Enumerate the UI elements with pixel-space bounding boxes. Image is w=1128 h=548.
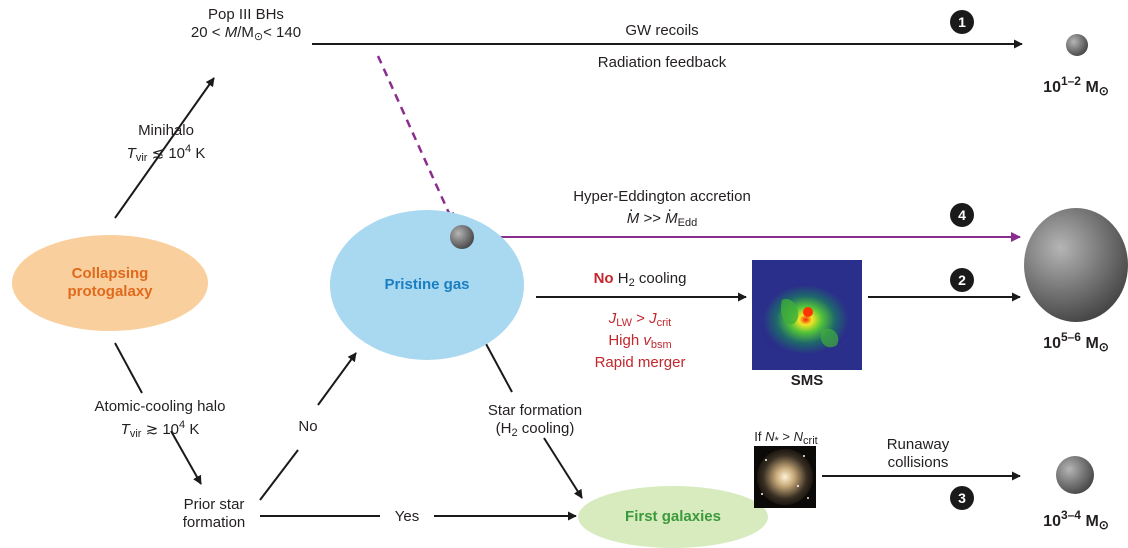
arrow-no-lower [317, 352, 357, 406]
runaway-line1: Runaway [886, 436, 950, 453]
arrow-star-formation-lower [543, 437, 583, 499]
star-cluster-svg [754, 446, 816, 508]
pristine-gas-label: Pristine gas [384, 276, 470, 293]
prior-star-line2: formation [182, 514, 246, 531]
sms-conditions: JLW > Jcrit High vbsm Rapid merger [595, 310, 686, 372]
outcome-badge-4: 4 [950, 203, 974, 227]
rapid-merger-condition: Rapid merger [594, 354, 686, 371]
star-cluster-image [754, 446, 816, 508]
arrow-minihalo [114, 77, 215, 219]
node-pristine-gas: Pristine gas [330, 210, 524, 360]
atomic-cooling-line1: Atomic-cooling halo [94, 398, 226, 415]
high-v-condition: High vbsm [608, 332, 672, 351]
pop3-line1: Pop III BHs [208, 6, 284, 23]
radiation-feedback-label: Radiation feedback [597, 54, 727, 71]
prior-star-formation-label: Prior star formation [183, 496, 246, 532]
seed-black-hole [450, 225, 474, 249]
gw-recoils-label: GW recoils [625, 22, 699, 39]
black-hole-outcome-1 [1066, 34, 1088, 56]
yes-label: Yes [394, 508, 420, 525]
outcome-badge-2: 2 [950, 268, 974, 292]
first-galaxies-label: First galaxies [625, 508, 721, 525]
atomic-cooling-label: Atomic-cooling halo Tvir ≳ 104 K [95, 398, 226, 443]
mass-label-3: 103–4 M⊙ [1043, 508, 1109, 532]
j-lw-condition: JLW > Jcrit [608, 310, 672, 329]
outcome-badge-1: 1 [950, 10, 974, 34]
outcome-badge-3: 3 [950, 486, 974, 510]
protogalaxy-label-line2: protogalaxy [67, 283, 153, 300]
black-hole-outcome-3 [1056, 456, 1094, 494]
sms-simulation-image [752, 260, 862, 370]
mdot-relation: ·M >> ·MEdd [626, 201, 698, 229]
sms-label: SMS [790, 372, 824, 389]
pop3-line2: 20 < M/M⊙< 140 [190, 24, 302, 43]
minihalo-line2: Tvir ≲ 104 K [126, 143, 206, 164]
mass-label-1: 101–2 M⊙ [1043, 74, 1109, 98]
arrow-star-formation-upper [484, 341, 513, 393]
node-collapsing-protogalaxy: Collapsing protogalaxy [12, 235, 208, 331]
mass-label-2: 105–6 M⊙ [1043, 330, 1109, 354]
pop3-bhs-label: Pop III BHs 20 < M/M⊙< 140 [191, 6, 301, 46]
minihalo-line1: Minihalo [138, 122, 194, 139]
star-formation-label: Star formation (H2 cooling) [488, 402, 582, 442]
arrow-dashed-seed [376, 55, 455, 223]
runaway-line2: collisions [887, 454, 949, 471]
atomic-cooling-line2: Tvir ≳ 104 K [120, 419, 200, 440]
prior-star-line1: Prior star [183, 496, 245, 513]
runaway-collisions-label: Runaway collisions [887, 436, 950, 472]
black-hole-outcome-2 [1024, 208, 1128, 322]
star-formation-line2: (H2 cooling) [495, 420, 575, 439]
sms-simulation-svg [752, 260, 862, 370]
node-first-galaxies: First galaxies [578, 486, 768, 548]
hyper-eddington-label: Hyper-Eddington accretion [573, 188, 751, 205]
no-h2-cooling-label: No H2 cooling [593, 270, 687, 289]
arrow-atomic-cooling-upper [114, 342, 143, 394]
star-formation-line1: Star formation [487, 402, 583, 419]
arrow-no-upper [259, 449, 299, 501]
minihalo-label: Minihalo Tvir ≲ 104 K [127, 122, 206, 167]
if-n-crit-label: If N* > Ncrit [754, 429, 818, 447]
arrow-atomic-cooling-lower [170, 430, 202, 485]
protogalaxy-label-line1: Collapsing [71, 265, 149, 282]
no-label: No [298, 418, 318, 435]
